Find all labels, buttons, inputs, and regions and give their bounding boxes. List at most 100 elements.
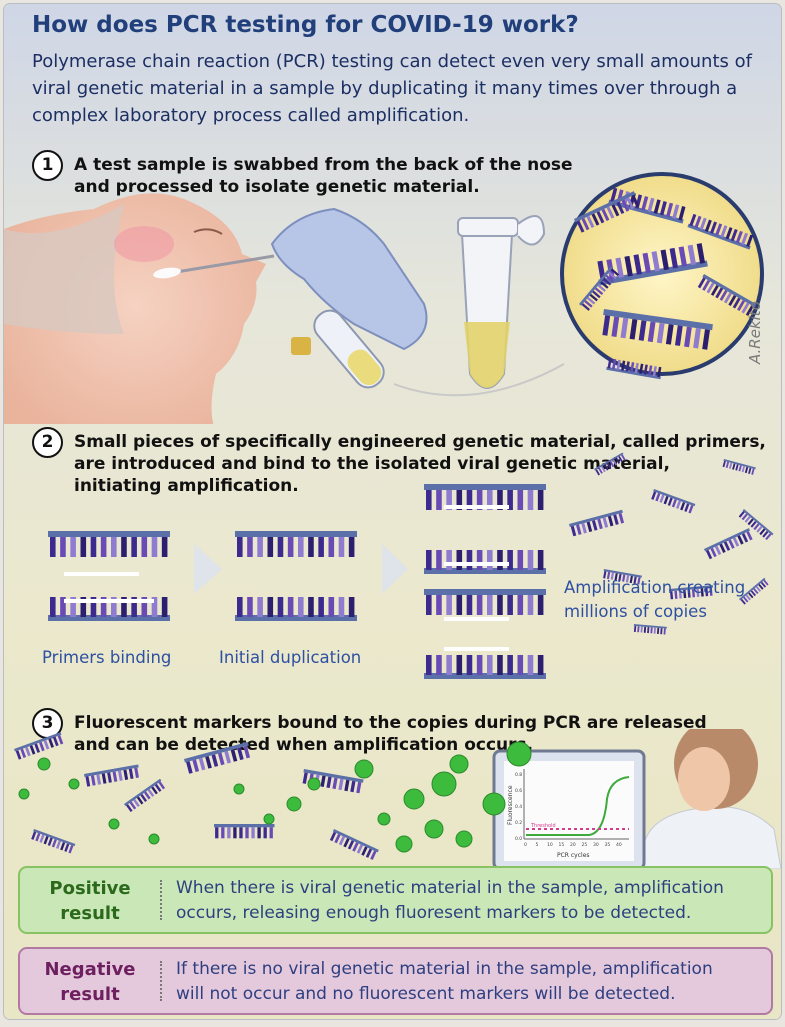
fluorescent-marker (395, 835, 413, 853)
fluorescent-marker (148, 833, 160, 845)
fluorescent-marker (449, 754, 469, 774)
dna-strand (579, 266, 620, 311)
dna-copy (569, 509, 625, 537)
glove (270, 207, 428, 351)
amplified-pair (424, 484, 546, 574)
fluorescent-marker (431, 771, 457, 797)
step-1-text: A test sample is swabbed from the back o… (74, 154, 573, 198)
fluorescent-marker (68, 778, 80, 790)
monitor-x-tick: 20 (570, 842, 576, 848)
monitor-y-tick: 0.6 (515, 788, 522, 794)
fluorescent-marker (263, 813, 275, 825)
negative-label-line-2: result (60, 984, 120, 1005)
dna-strand-bottom (424, 550, 546, 574)
dna-copy (31, 829, 76, 854)
dna-copy (184, 741, 251, 774)
primers-binding-pair (48, 531, 170, 621)
dna-copy (651, 489, 696, 514)
step-2-line-3: initiating amplification. (74, 476, 299, 496)
positive-result-text: When there is viral genetic material in … (176, 876, 766, 926)
monitor-x-tick: 35 (605, 842, 611, 848)
dna-strand-top (235, 531, 357, 557)
dna-strand-bottom (424, 655, 546, 679)
step-2-line-2: are introduced and bind to the isolated … (74, 454, 670, 474)
dna-strand-top (424, 589, 546, 615)
monitor-x-tick: 10 (547, 842, 553, 848)
divider (160, 961, 162, 1001)
negative-label-line-1: Negative (44, 959, 136, 980)
fluorescent-marker (455, 830, 473, 848)
fluorescent-marker (482, 792, 506, 816)
dna-strand (602, 309, 713, 350)
dna-strand (574, 191, 640, 233)
step-3-line-1: Fluorescent markers bound to the copies … (74, 713, 707, 733)
negative-result-text: If there is no viral genetic material in… (176, 957, 766, 1007)
divider (160, 880, 162, 920)
initial-duplication-pair (235, 531, 357, 621)
step-1-line-1: A test sample is swabbed from the back o… (74, 155, 573, 175)
caption-primers-binding: Primers binding (42, 648, 172, 667)
monitor-x-tick: 40 (616, 842, 622, 848)
fluorescent-marker (108, 818, 120, 830)
negative-result-box: Negative result If there is no viral gen… (18, 947, 773, 1015)
positive-text-line-2: occurs, releasing enough fluoresent mark… (176, 903, 692, 923)
fluorescent-marker (506, 741, 532, 767)
monitor-x-tick: 0 (524, 842, 527, 848)
amplification-diagram (48, 452, 774, 679)
monitor-x-tick: 30 (593, 842, 599, 848)
positive-label-line-1: Positive (49, 878, 131, 899)
dna-copy (738, 509, 774, 541)
negative-text-line-1: If there is no viral genetic material in… (176, 959, 713, 979)
caption-amplification-line-2: millions of copies (564, 602, 707, 621)
dna-copy (329, 829, 379, 860)
fluorescent-marker (307, 777, 321, 791)
dna-strand (697, 274, 757, 317)
intro-text: Polymerase chain reaction (PCR) testing … (32, 51, 752, 126)
step-3-text: Fluorescent markers bound to the copies … (74, 712, 707, 756)
monitor-x-tick: 15 (559, 842, 565, 848)
dna-copy (302, 769, 364, 794)
caption-initial-duplication: Initial duplication (219, 648, 362, 667)
monitor-x-tick: 25 (582, 842, 588, 848)
dna-copy (722, 459, 756, 475)
negative-result-label: Negative result (20, 957, 160, 1007)
fluorescent-marker (18, 788, 30, 800)
arrow-right-icon (194, 544, 222, 594)
fluorescent-marker (233, 783, 245, 795)
fluorescent-marker (403, 788, 425, 810)
dna-copy (739, 577, 769, 605)
artist-signature: A.Rekito (746, 301, 764, 364)
dna-copy (594, 452, 626, 476)
fluorescent-marker (286, 796, 302, 812)
dna-strand-bottom (235, 597, 357, 621)
step-2-text: Small pieces of specifically engineered … (74, 431, 766, 497)
page-title: How does PCR testing for COVID-19 work? (32, 12, 579, 38)
dna-copy (214, 824, 275, 839)
step-1-line-2: and processed to isolate genetic materia… (74, 177, 480, 197)
dna-strand-bottom (48, 597, 170, 621)
dna-copy (124, 778, 166, 813)
monitor-ylabel: Fluorescence (507, 785, 514, 825)
infographic: How does PCR testing for COVID-19 work? … (4, 4, 781, 1019)
sampling-illustration (4, 172, 764, 424)
positive-result-box: Positive result When there is viral gene… (18, 866, 773, 934)
dna-copy (603, 569, 642, 585)
monitor-y-tick: 0.2 (515, 820, 522, 826)
monitor-y-tick: 0.4 (515, 804, 522, 810)
positive-result-label: Positive result (20, 876, 160, 926)
step-3-line-2: and can be detected when amplification o… (74, 735, 534, 755)
scientist (642, 806, 781, 869)
monitor-threshold-label: Threshold (530, 823, 556, 829)
caption-amplification: Amplification creating millions of copie… (564, 576, 745, 624)
amplified-pair (424, 589, 546, 679)
positive-text-line-1: When there is viral genetic material in … (176, 878, 724, 898)
monitor-y-tick: 0.0 (515, 836, 522, 842)
dna-copy (669, 585, 714, 600)
monitor-xlabel: PCR cycles (557, 852, 590, 859)
dna-strand-top (424, 484, 546, 510)
dna-strand-top (48, 531, 170, 557)
positive-label-line-2: result (60, 903, 120, 924)
dna-copy (704, 528, 753, 560)
caption-amplification-line-1: Amplification creating (564, 578, 746, 597)
